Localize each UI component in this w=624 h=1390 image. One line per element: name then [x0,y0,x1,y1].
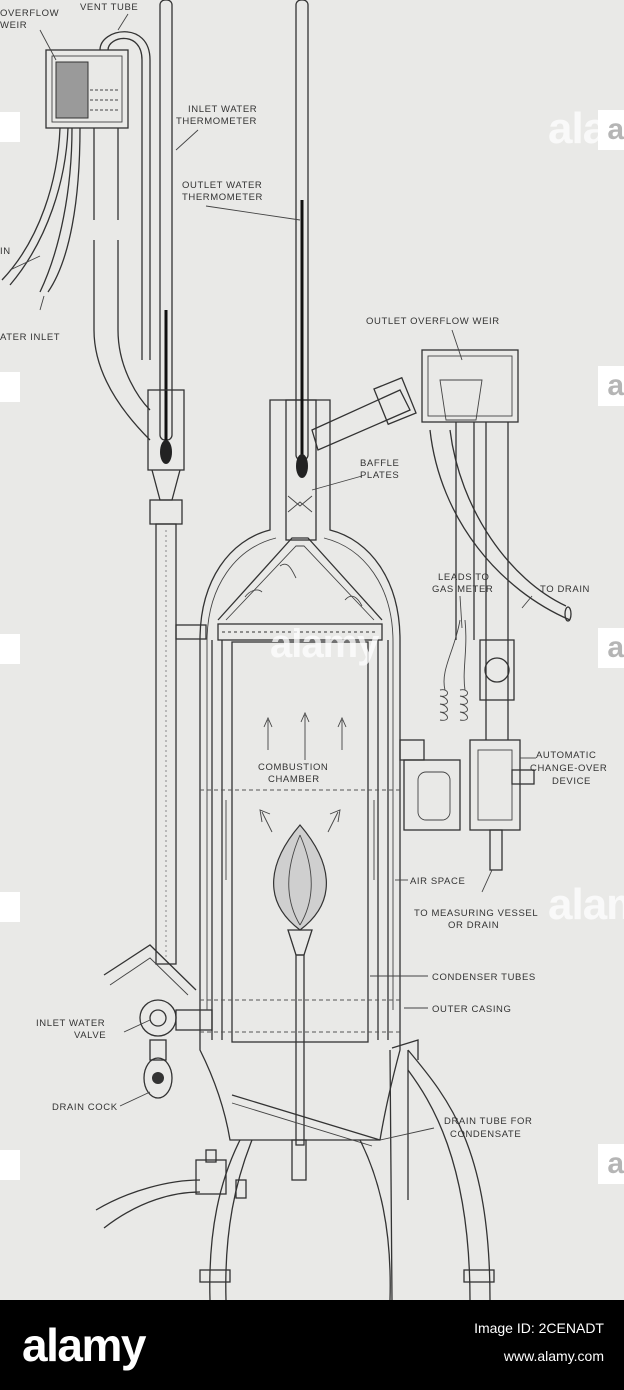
label-drain-tube-1: DRAIN TUBE FOR [444,1116,532,1127]
label-automatic-3: DEVICE [552,776,591,787]
watermark-tab [0,372,20,402]
label-baffle-plates-1: BAFFLE [360,458,400,469]
burner-flame [273,824,327,1146]
label-inlet-water-valve-1: INLET WATER [36,1018,105,1029]
label-outlet-overflow-weir: OUTLET OVERFLOW WEIR [366,316,500,327]
label-combustion-1: COMBUSTION [258,762,328,773]
drain-cock [143,1039,173,1099]
label-water-inlet: ATER INLET [0,332,60,343]
label-measuring-1: TO MEASURING VESSEL [414,908,538,919]
combustion-chamber [200,623,400,1043]
inlet-pipe [147,389,185,965]
footer-logo: alamy [22,1319,146,1371]
leader-lines [9,13,536,1141]
calorimeter-diagram: OVERFLOW WEIR VENT TUBE INLET WATER THER… [0,0,624,1301]
label-outer-casing: OUTER CASING [432,1004,512,1015]
outlet-pipe [311,349,519,451]
label-drain-tube-2: CONDENSATE [450,1129,521,1140]
label-leads-to-gas-meter-2: GAS METER [432,584,493,595]
label-inlet-water-thermometer-2: THERMOMETER [176,116,257,127]
watermark-word: alamy [548,880,624,929]
automatic-change-over-device [399,422,535,871]
label-air-space: AIR SPACE [410,876,465,887]
watermark-word: alamy [270,622,379,666]
stock-footer: alamy Image ID: 2CENADT www.alamy.com [0,1300,624,1390]
overflow-weir-box [45,49,129,129]
label-measuring-2: OR DRAIN [448,920,499,931]
footer-url: www.alamy.com [503,1348,604,1364]
watermark-tab [0,112,20,142]
watermark-tab [0,892,20,922]
inlet-water-valve [103,944,213,1037]
label-drain-cock: DRAIN COCK [52,1102,118,1113]
label-inlet-water-valve-2: VALVE [74,1030,106,1041]
baffle-plates [285,0,317,541]
watermark-tab [0,1150,20,1180]
label-drain-left: IN [0,246,11,257]
watermark-letter: a [598,366,624,406]
label-combustion-2: CHAMBER [268,774,320,785]
label-outlet-water-thermometer-1: OUTLET WATER [182,180,262,191]
watermark-letter: a [598,1144,624,1184]
watermark-letter: a [598,628,624,668]
label-inlet-water-thermometer-1: INLET WATER [188,104,257,115]
label-overflow-weir: OVERFLOW [0,8,59,19]
label-weir: WEIR [0,20,27,31]
label-baffle-plates-2: PLATES [360,470,399,481]
label-automatic-1: AUTOMATIC [536,750,596,761]
label-vent-tube: VENT TUBE [80,2,138,13]
label-to-drain: TO DRAIN [540,584,590,595]
label-outlet-water-thermometer-2: THERMOMETER [182,192,263,203]
diagram-drawing: OVERFLOW WEIR VENT TUBE INLET WATER THER… [0,0,607,1301]
vent-tube [99,31,151,360]
label-leads-to-gas-meter-1: LEADS TO [438,572,489,583]
watermark-tab [0,634,20,664]
label-condenser-tubes: CONDENSER TUBES [432,972,536,983]
watermark-letter: a [598,110,624,150]
footer-image-id: Image ID: 2CENADT [474,1320,604,1336]
label-automatic-2: CHANGE-OVER [530,763,607,774]
inlet-thermometer [159,0,173,464]
